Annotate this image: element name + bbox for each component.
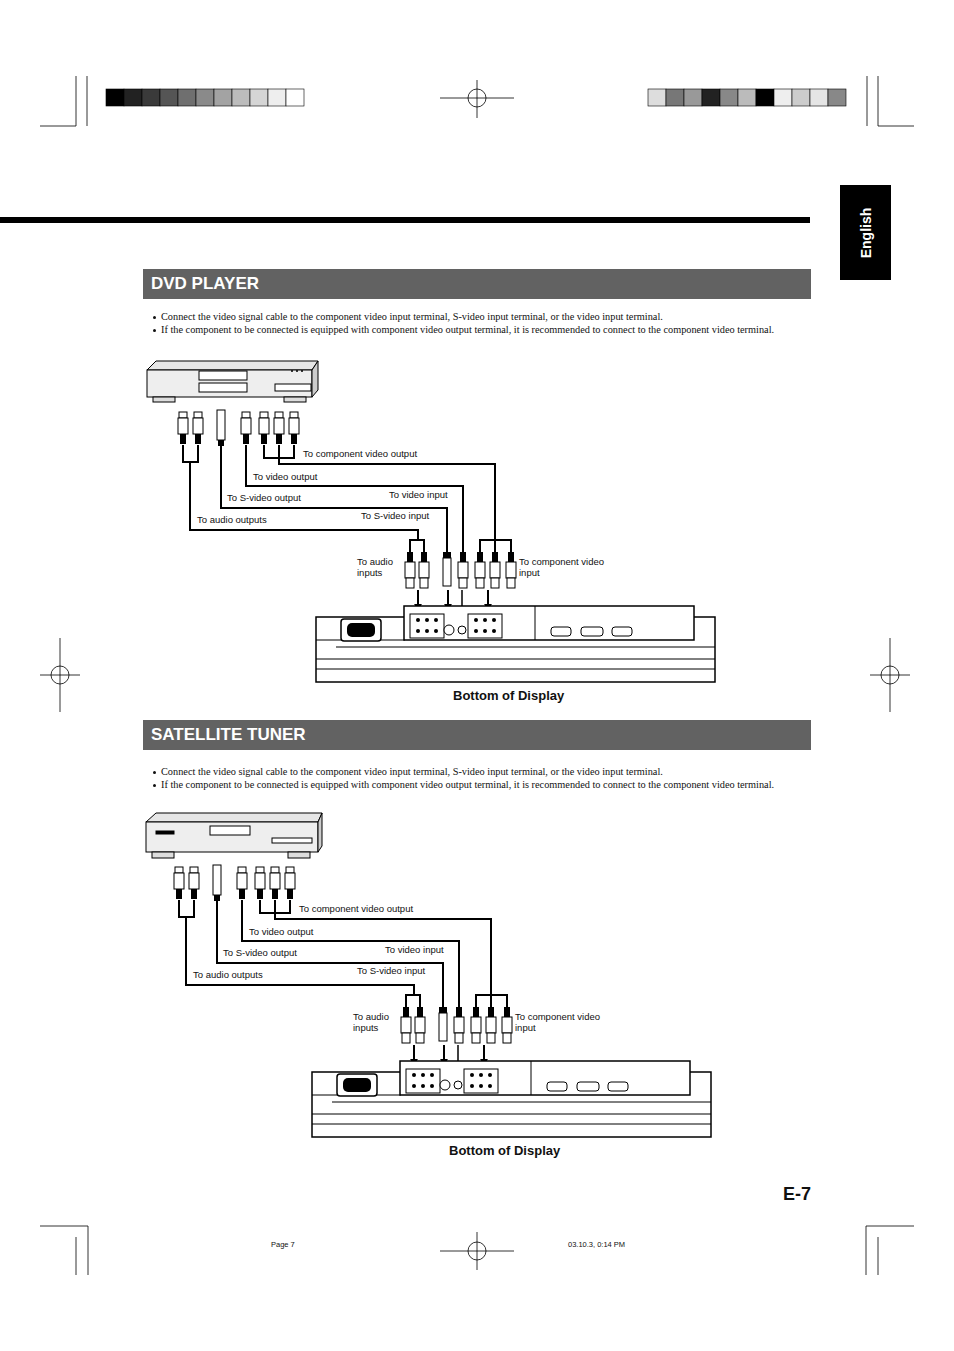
instruction-note: Connect the video signal cable to the co… bbox=[161, 310, 811, 323]
panel-caption: Bottom of Display bbox=[449, 1144, 560, 1159]
print-info: 03.10.3, 0:14 PM bbox=[568, 1241, 625, 1250]
bullet-dot bbox=[153, 316, 156, 319]
heading-text: SATELLITE TUNER bbox=[151, 725, 803, 745]
instruction-note: If the component to be connected is equi… bbox=[161, 778, 811, 791]
bullet-dot bbox=[153, 329, 156, 332]
section-band: SATELLITE TUNER bbox=[143, 720, 811, 750]
page-number: E-7 bbox=[783, 1184, 811, 1205]
cable-label: To audio outputs bbox=[191, 970, 265, 981]
section-band: DVD PLAYER bbox=[143, 269, 811, 299]
cable-label: To video input bbox=[387, 490, 450, 501]
cable-label: To video input bbox=[383, 945, 446, 956]
cable-label: To video output bbox=[247, 927, 315, 938]
terminal-label: To component video input bbox=[519, 557, 605, 579]
cable-label: To S-video output bbox=[225, 493, 303, 504]
cable-label: To component video output bbox=[301, 449, 419, 460]
bullet-dot bbox=[153, 771, 156, 774]
cable-label: To S-video input bbox=[359, 511, 431, 522]
cable-label: To S-video input bbox=[355, 966, 427, 977]
cable-label: To video output bbox=[251, 472, 319, 483]
instruction-note: If the component to be connected is equi… bbox=[161, 323, 811, 336]
instruction-note: Connect the video signal cable to the co… bbox=[161, 765, 811, 778]
language-tab: English bbox=[840, 185, 891, 280]
bullet-dot bbox=[153, 784, 156, 787]
heading-text: English bbox=[858, 207, 874, 258]
terminal-label: To component video input bbox=[515, 1012, 601, 1034]
heading-text: DVD PLAYER bbox=[151, 274, 803, 294]
cable-label: To audio outputs bbox=[195, 515, 269, 526]
print-info: Page 7 bbox=[271, 1241, 295, 1250]
terminal-label: To audio inputs bbox=[353, 1012, 399, 1034]
cable-label: To S-video output bbox=[221, 948, 299, 959]
terminal-label: To audio inputs bbox=[357, 557, 403, 579]
panel-caption: Bottom of Display bbox=[453, 689, 564, 704]
cable-label: To component video output bbox=[297, 904, 415, 915]
